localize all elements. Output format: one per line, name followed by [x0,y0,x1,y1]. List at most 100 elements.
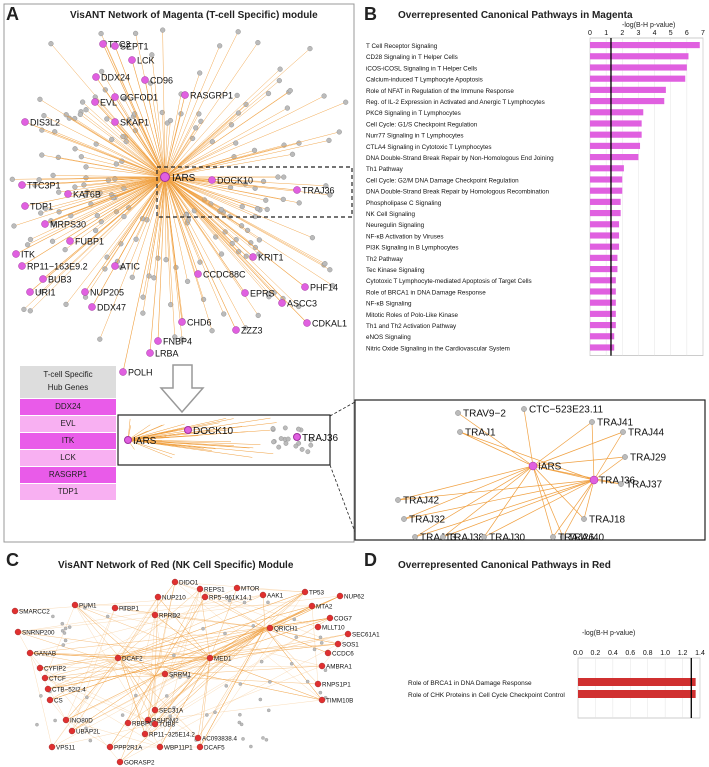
peripheral-node [129,274,135,280]
peripheral-node [85,695,89,700]
detail-label: IARS [538,462,562,473]
detail-label: TRAV9−2 [463,409,506,420]
peripheral-node [266,290,272,297]
red-node [41,674,49,682]
peripheral-node [242,325,249,331]
peripheral-node [83,107,89,113]
red-node [151,720,159,728]
zoom-node [270,426,276,431]
hub-node [303,319,311,327]
peripheral-node [239,722,244,727]
hub-table-row: TDP1 [20,484,116,501]
zoom-label: IARS [133,436,157,447]
peripheral-node [172,706,176,710]
detail-node [455,410,461,416]
hub-node [111,262,119,270]
red-node-label: AMBRA1 [326,664,352,671]
red-node-label: RSHDM2 [152,718,179,725]
detail-node [521,406,527,412]
red-node-label: RP11−325E14.2 [149,732,195,739]
zoom-node [308,437,314,443]
red-node-label: WBP11P1 [164,745,193,752]
hub-label: RP11−163E9.2 [27,262,88,272]
chart-b-bar [590,322,616,329]
hub-label: OGFOD1 [120,93,158,103]
hub-label: CDKAL1 [312,319,347,329]
hub-node [128,56,136,64]
peripheral-node [67,625,72,629]
peripheral-node [242,600,247,605]
chart-b-category: Nurr77 Signaling in T Lymphocytes [366,133,464,140]
detail-node [457,429,463,435]
chart-b-category: Phospholipase C Signaling [366,200,442,207]
red-node-label: PUM1 [79,603,97,610]
center-node [160,172,170,182]
red-node-label: UBAP2L [76,729,101,736]
peripheral-node [63,112,69,118]
peripheral-node [78,154,84,160]
red-node [116,758,124,766]
peripheral-node [72,146,78,152]
zoom-node [308,442,314,448]
hub-node [12,250,20,258]
hub-node [26,288,34,296]
hub-label: FNBP4 [163,337,192,347]
peripheral-node [122,607,126,611]
red-node-label: COG7 [334,616,352,623]
peripheral-node [35,722,39,727]
peripheral-node [84,726,88,731]
zoom-node [305,449,311,455]
red-node-label: AAK1 [267,593,284,600]
zoom-node [283,441,289,446]
red-node [11,607,19,615]
red-node [314,680,322,688]
peripheral-node [37,96,43,102]
hub-label: DOCK10 [217,176,253,186]
chart-b-bar [590,198,621,205]
peripheral-node [51,221,57,227]
hub-node [64,190,72,198]
peripheral-node [21,306,27,312]
chart-d-tick: 1.4 [695,650,705,657]
detail-node [395,497,401,503]
peripheral-node [63,626,68,631]
red-node [266,624,274,632]
chart-b-category: DNA Double-Strand Break Repair by Homolo… [366,189,550,196]
red-node-label: QRICH1 [274,626,298,633]
peripheral-node [38,210,44,216]
hub-node [249,253,257,261]
hub-node [66,237,74,245]
chart-b-axis-label: -log(B-H p-value) [622,22,676,29]
detail-node [618,481,624,487]
hub-label: KAT6B [73,190,101,200]
peripheral-node [267,708,271,713]
peripheral-node [61,643,66,647]
hub-node [81,288,89,296]
peripheral-node [168,714,172,718]
hub-node [111,118,119,126]
peripheral-node [280,196,286,202]
chart-b-category: NF-κB Activation by Viruses [366,233,444,240]
chart-b-bar [590,120,642,127]
red-node-label: SOS1 [342,642,359,649]
chart-d-tick: 0.0 [573,650,583,657]
zoom-hub-node [124,436,132,444]
peripheral-node [228,122,235,128]
detail-label: TRAJ36 [599,476,636,487]
peripheral-node [327,192,333,198]
peripheral-node [256,237,262,243]
chart-b-bar [590,75,686,82]
chart-b-category: Calcium-induced T Lymphocyte Apoptosis [366,77,483,84]
chart-b-bar [590,232,620,239]
red-node [201,593,209,601]
red-node-label: GORASP2 [124,760,155,767]
hub-node [91,98,99,106]
peripheral-node [294,635,299,639]
peripheral-node [83,606,87,610]
connector-line [329,464,356,533]
chart-b-category: Cell Cycle: G1/S Checkpoint Regulation [366,121,478,128]
red-node [144,716,152,724]
peripheral-node [186,675,191,679]
chart-b-category: Th1 and Th2 Activation Pathway [366,323,457,330]
